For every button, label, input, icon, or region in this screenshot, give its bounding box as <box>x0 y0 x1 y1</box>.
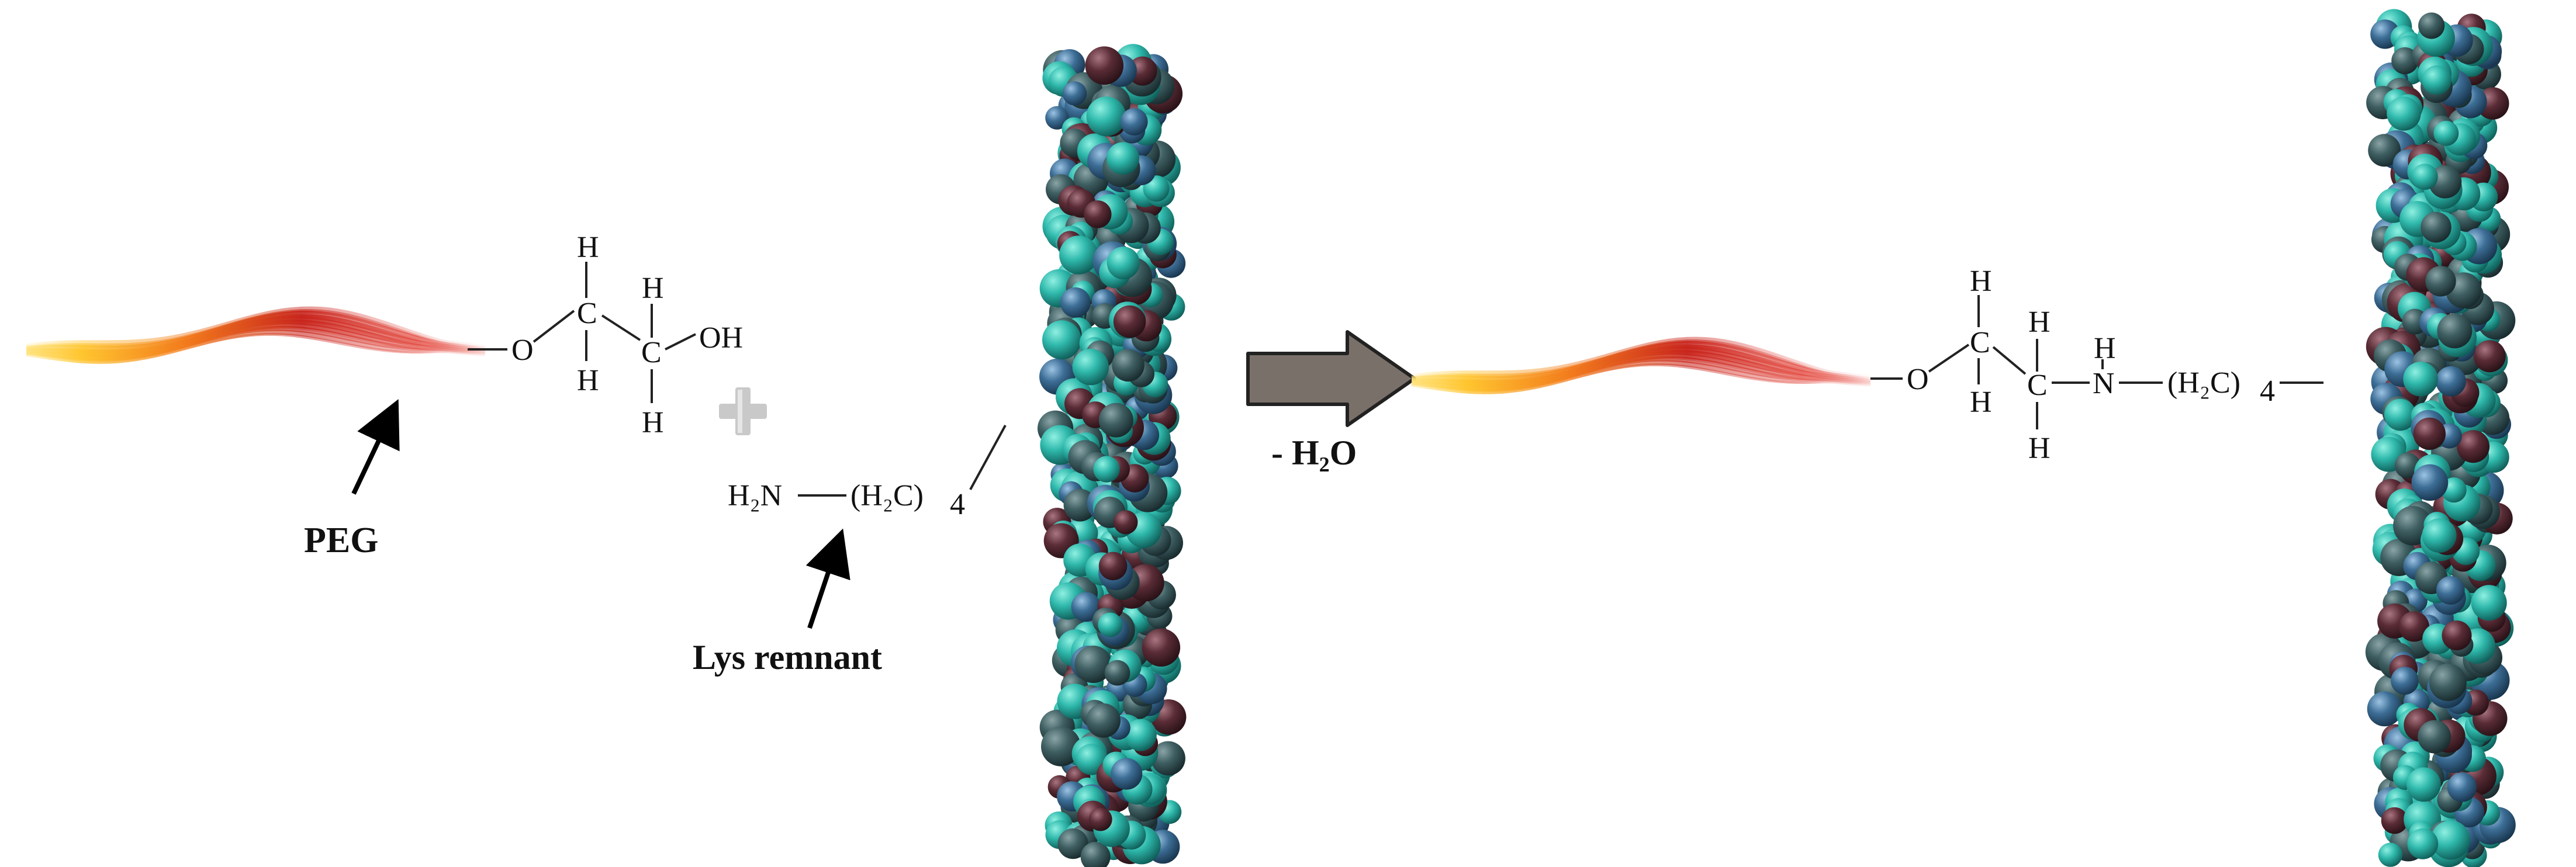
atom-c1: C <box>577 297 597 330</box>
atom-h-bot1: H <box>577 364 599 397</box>
product-atom-c2: C <box>2027 369 2048 402</box>
product-atom-h-c2: H <box>2028 306 2051 339</box>
atom-h-mid: H <box>642 272 664 305</box>
peg-ribbon-image <box>26 306 486 364</box>
lys-pointer-arrow <box>805 528 850 629</box>
lysine-amine-structure: H₂N (H₂C) 4 <box>728 425 1007 521</box>
reaction-arrow <box>1246 330 1416 427</box>
plus-icon <box>719 387 767 435</box>
protein-helix-product-image <box>2365 9 2516 867</box>
product-atom-h-c1: H <box>1970 386 1992 419</box>
product-chain-subscript: 4 <box>2260 374 2275 408</box>
product-structure: O C H H C H H N H (H₂C) 4 <box>1870 265 2323 465</box>
peg-pointer-arrow <box>351 399 400 495</box>
atom-h-bot2: H <box>642 406 664 439</box>
product-atom-h-top: H <box>1970 265 1992 298</box>
atom-o: O <box>511 334 534 367</box>
product-atom-c1: C <box>1970 326 1990 359</box>
peg-hydroxyl-structure: O C H H C H H OH <box>468 231 743 439</box>
atom-h-top: H <box>577 231 599 264</box>
product-chain: (H₂C) <box>2167 366 2240 400</box>
lys-chain: (H₂C) <box>850 479 924 512</box>
protein-helix-image <box>1038 44 1187 867</box>
product-atom-o: O <box>1907 363 1929 396</box>
lys-remnant-label: Lys remnant <box>693 638 882 677</box>
lys-amine: H₂N <box>728 479 782 512</box>
lys-chain-subscript: 4 <box>950 488 965 521</box>
peg-ribbon-product-image <box>1411 337 1871 394</box>
atom-c2: C <box>641 336 662 369</box>
product-atom-n-h: H <box>2094 332 2116 365</box>
product-atom-h-bot: H <box>2028 432 2051 465</box>
product-atom-n: N <box>2093 367 2115 400</box>
atom-oh: OH <box>699 321 743 355</box>
peg-label: PEG <box>304 521 378 560</box>
byproduct-label: - H₂O <box>1271 434 1357 472</box>
